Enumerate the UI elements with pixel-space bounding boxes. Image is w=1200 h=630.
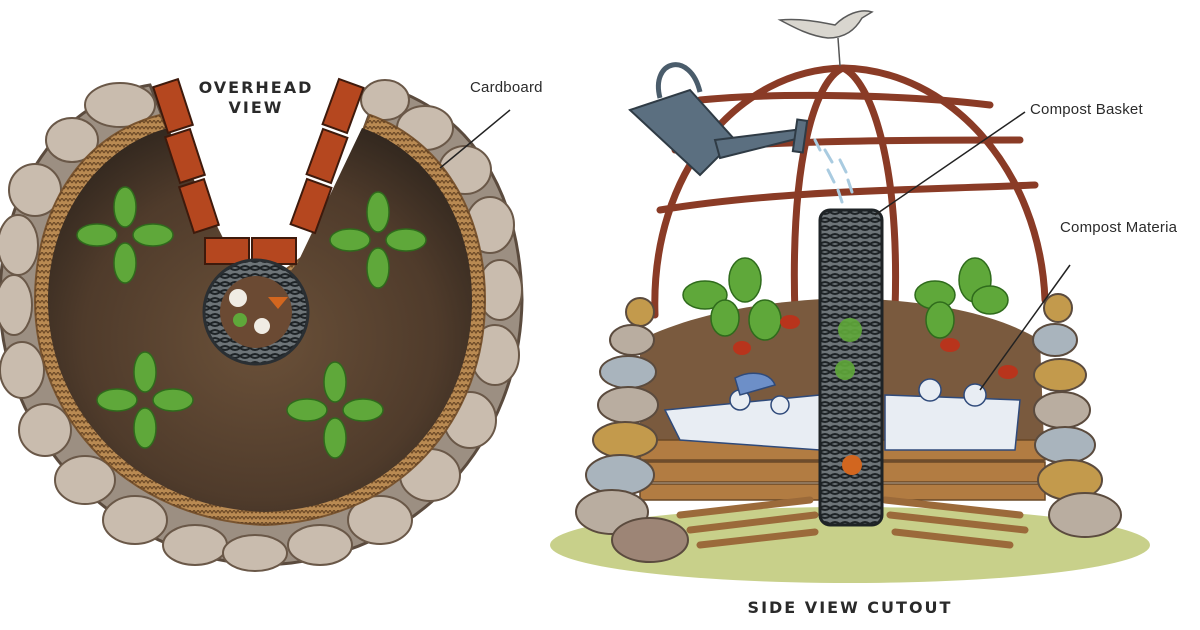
compost-material-label: Compost Materia <box>1060 219 1178 236</box>
red-leaves <box>733 315 1018 379</box>
overhead-title-line2: VIEW <box>228 98 284 117</box>
side-view <box>550 10 1150 583</box>
overhead-view <box>0 77 524 572</box>
compost-basket-side <box>818 208 884 527</box>
stone-walls-side <box>575 293 1122 563</box>
overhead-title-line1: OVERHEAD <box>198 78 314 97</box>
compost-material-leader-line <box>979 264 1071 391</box>
cardboard-label: Cardboard <box>470 79 543 96</box>
compost-basket-overhead <box>202 258 310 366</box>
side-view-title: SIDE VIEW CUTOUT <box>747 598 953 617</box>
compost-basket-label: Compost Basket <box>1030 101 1143 118</box>
watering-can <box>628 62 809 177</box>
overhead-view-title: OVERHEAD VIEW <box>186 78 326 118</box>
cardboard-leader-line <box>439 109 511 169</box>
bird <box>777 10 874 67</box>
sticks-layer <box>676 496 1029 549</box>
plants-side <box>682 257 1009 341</box>
plants-overhead <box>76 186 427 459</box>
water-drops <box>813 138 854 204</box>
compost-basket-leader-line <box>874 111 1026 216</box>
brick-walls <box>151 77 365 265</box>
